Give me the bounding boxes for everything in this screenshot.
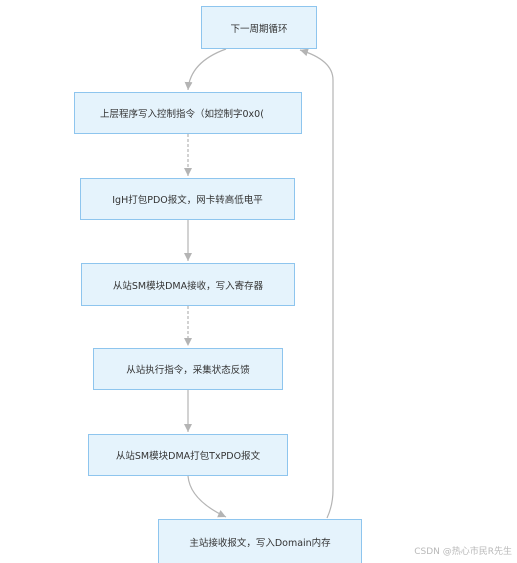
node-igh-pack-pdo: IgH打包PDO报文，网卡转高低电平	[80, 178, 295, 220]
node-slave-dma-receive-label: 从站SM模块DMA接收，写入寄存器	[112, 280, 264, 292]
node-slave-dma-pack: 从站SM模块DMA打包TxPDO报文	[88, 434, 288, 476]
node-master-receive: 主站接收报文，写入Domain内存	[158, 519, 362, 563]
node-slave-dma-receive: 从站SM模块DMA接收，写入寄存器	[81, 263, 295, 306]
node-next-cycle: 下一周期循环	[201, 6, 317, 49]
connector-next-to-upper	[184, 48, 227, 91]
node-next-cycle-label: 下一周期循环	[230, 23, 288, 35]
connector-master-loop-back	[299, 48, 334, 519]
node-upper-program-write: 上层程序写入控制指令（如控制字0x0(	[74, 92, 302, 134]
node-master-receive-label: 主站接收报文，写入Domain内存	[189, 537, 331, 549]
connector-dmapack-to-master	[187, 475, 227, 518]
watermark: CSDN @热心市民R先生	[414, 547, 512, 557]
node-slave-execute-label: 从站执行指令，采集状态反馈	[126, 365, 250, 376]
node-igh-pack-pdo-label: IgH打包PDO报文，网卡转高低电平	[112, 195, 263, 206]
node-upper-program-write-label: 上层程序写入控制指令（如控制字0x0(	[100, 109, 264, 120]
node-slave-execute: 从站执行指令，采集状态反馈	[93, 348, 283, 390]
node-slave-dma-pack-label: 从站SM模块DMA打包TxPDO报文	[115, 451, 261, 462]
